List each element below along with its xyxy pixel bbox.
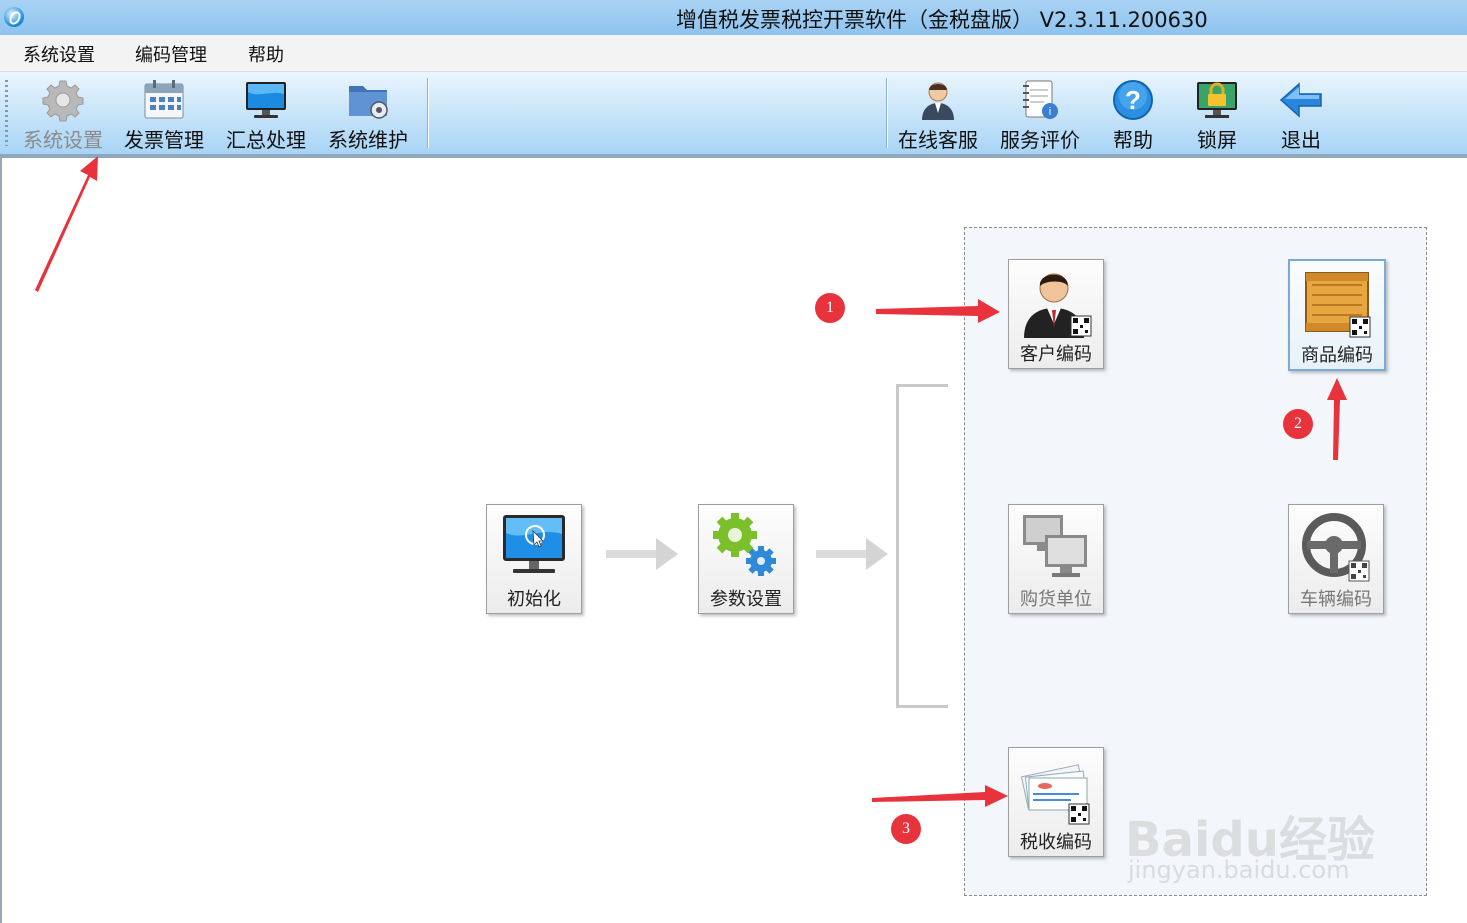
annotation-badge-3: 3 xyxy=(891,814,921,844)
toolbar-separator xyxy=(427,78,428,148)
goods-code-button[interactable]: 商品编码 xyxy=(1288,259,1386,371)
lock-screen-icon xyxy=(1197,82,1237,118)
svg-text:?: ? xyxy=(1125,85,1141,115)
toolbar-label: 退出 xyxy=(1281,128,1321,152)
customer-code-button[interactable]: 客户编码 xyxy=(1008,259,1104,369)
toolbar-service-rating-button[interactable]: i 服务评价 xyxy=(995,74,1085,152)
steering-wheel-icon xyxy=(1302,513,1370,582)
param-settings-label: 参数设置 xyxy=(710,589,782,610)
tax-tickets-icon xyxy=(1020,764,1090,825)
gear-icon xyxy=(42,80,84,122)
toolbar-label: 系统设置 xyxy=(23,128,103,152)
toolbar-label: 在线客服 xyxy=(898,128,978,152)
wooden-crate-icon xyxy=(1305,272,1371,338)
param-settings-button[interactable]: 参数设置 xyxy=(698,504,794,614)
toolbar-grip[interactable] xyxy=(5,80,8,146)
flow-arrow-right xyxy=(816,538,888,570)
flow-arrow-right xyxy=(606,538,678,570)
toolbar-separator xyxy=(886,78,887,148)
baidu-watermark-url: jingyan.baidu.com xyxy=(1128,856,1350,884)
flow-bracket xyxy=(896,384,948,708)
toolbar-divider xyxy=(0,154,1467,158)
title-bar: 增值税发票税控开票软件（金税盘版） V2.3.11.200630 xyxy=(0,0,1467,35)
toolbar-summary-processing-button[interactable]: 汇总处理 xyxy=(221,74,311,152)
toolbar-label: 发票管理 xyxy=(124,128,204,152)
app-logo-icon xyxy=(4,7,24,27)
gears-icon xyxy=(713,513,776,576)
purchaser-unit-button[interactable]: 购货单位 xyxy=(1008,504,1104,614)
annotation-badge-2: 2 xyxy=(1283,409,1313,439)
toolbar-label: 服务评价 xyxy=(1000,128,1080,152)
menu-help[interactable]: 帮助 xyxy=(248,45,284,66)
goods-code-label: 商品编码 xyxy=(1301,345,1373,366)
customer-code-label: 客户编码 xyxy=(1020,344,1092,365)
annotation-arrow-up-left xyxy=(35,156,98,292)
svg-text:i: i xyxy=(1049,106,1051,118)
toolbar-exit-button[interactable]: 退出 xyxy=(1256,74,1346,152)
toolbar-label: 系统维护 xyxy=(328,128,408,152)
toolbar-label: 帮助 xyxy=(1113,128,1153,152)
menu-coding-management[interactable]: 编码管理 xyxy=(135,45,207,66)
toolbar-help-button[interactable]: ? 帮助 xyxy=(1088,74,1178,152)
exit-arrow-icon xyxy=(1279,82,1322,118)
notepad-rating-icon: i xyxy=(1023,80,1058,119)
annotation-arrow-up xyxy=(1327,378,1347,460)
toolbar-lock-screen-button[interactable]: 锁屏 xyxy=(1172,74,1262,152)
vehicle-code-label: 车辆编码 xyxy=(1300,589,1372,610)
support-person-icon xyxy=(922,82,954,120)
annotation-arrow-right xyxy=(876,299,1000,323)
menu-bar: 系统设置 编码管理 帮助 xyxy=(0,35,1467,72)
annotation-arrow-right xyxy=(872,785,1008,807)
toolbar-system-maintenance-button[interactable]: 系统维护 xyxy=(323,74,413,152)
tax-code-label: 税收编码 xyxy=(1020,832,1092,853)
toolbar-online-support-button[interactable]: 在线客服 xyxy=(893,74,983,152)
baidu-watermark: Baidu经验 xyxy=(1125,812,1375,868)
help-icon: ? xyxy=(1113,80,1153,120)
toolbar-invoice-management-button[interactable]: 发票管理 xyxy=(119,74,209,152)
content-left-border xyxy=(0,158,2,923)
init-label: 初始化 xyxy=(507,589,561,610)
monitor-icon xyxy=(246,82,286,118)
toolbar-label: 汇总处理 xyxy=(226,128,306,152)
init-button[interactable]: 初始化 xyxy=(486,504,582,614)
monitor-cursor-icon xyxy=(503,515,565,573)
invoice-calendar-icon xyxy=(144,80,184,119)
annotation-badge-1: 1 xyxy=(815,293,845,323)
purchaser-unit-label: 购货单位 xyxy=(1020,589,1092,610)
vehicle-code-button[interactable]: 车辆编码 xyxy=(1288,504,1384,614)
tax-code-button[interactable]: 税收编码 xyxy=(1008,747,1104,857)
menu-system-settings[interactable]: 系统设置 xyxy=(23,45,95,66)
customer-person-icon xyxy=(1024,273,1092,338)
toolbar-label: 锁屏 xyxy=(1197,128,1237,152)
window-title: 增值税发票税控开票软件（金税盘版） V2.3.11.200630 xyxy=(676,8,1208,32)
computers-icon xyxy=(1023,515,1087,577)
toolbar-system-settings-button[interactable]: 系统设置 xyxy=(18,74,108,152)
folder-gear-icon xyxy=(349,86,388,119)
